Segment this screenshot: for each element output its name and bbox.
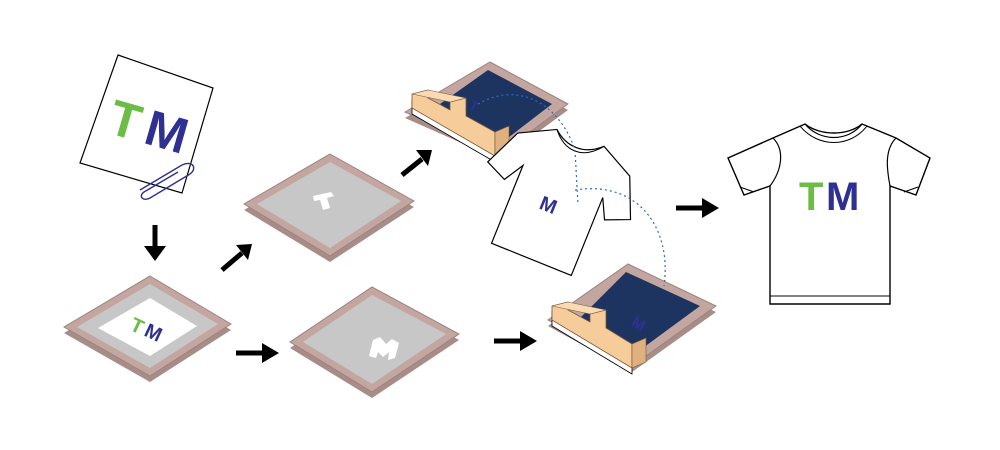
paper-clip-icon xyxy=(139,162,195,201)
transfer-path xyxy=(477,94,666,287)
exposure-screen: T M xyxy=(63,275,232,382)
arrow-upright-icon xyxy=(220,244,252,272)
arrow-upright-icon xyxy=(400,150,432,177)
arrow-down-icon xyxy=(144,225,166,261)
t-stencil-screen xyxy=(243,153,415,262)
arrow-right-icon xyxy=(494,331,537,351)
final-letter-m: M xyxy=(826,175,859,219)
t-print-frame: T xyxy=(403,61,569,163)
t-ink-layer xyxy=(440,70,552,144)
m-squeegee xyxy=(551,301,647,375)
t-squeegee xyxy=(411,89,510,163)
printed-tshirt: T M xyxy=(727,123,931,305)
process-shirt-letter-m: M xyxy=(536,192,560,219)
arrow-right-icon xyxy=(236,343,279,363)
shirt-in-process: M xyxy=(486,128,632,277)
arrow-right-icon xyxy=(676,198,719,218)
t-stencil-opening xyxy=(313,192,334,210)
artwork-paper: T M xyxy=(79,54,214,194)
m-stencil-screen xyxy=(289,286,460,398)
m-stencil-opening xyxy=(369,337,399,360)
final-letter-t: T xyxy=(799,175,823,219)
m-print-frame: M xyxy=(547,263,717,375)
